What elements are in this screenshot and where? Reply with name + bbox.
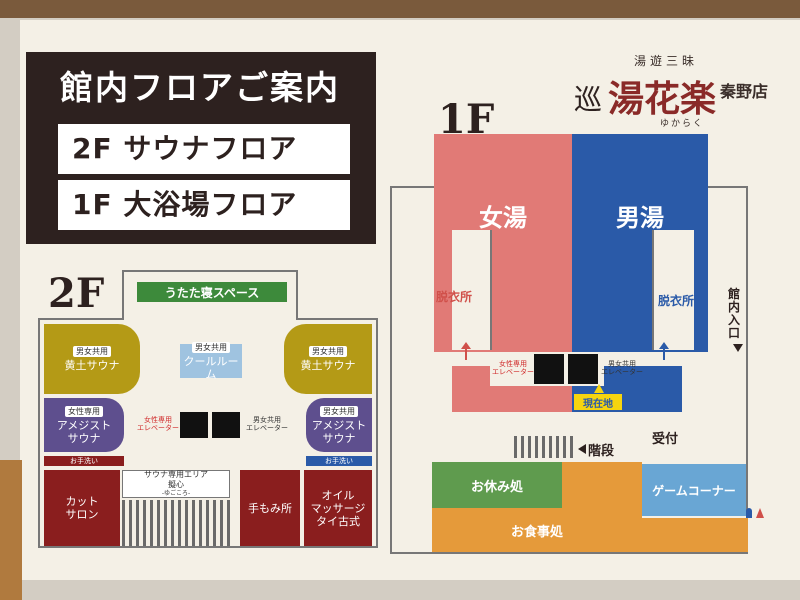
womens-changing-area (452, 230, 492, 350)
stairs-arrow-icon (578, 444, 586, 454)
elevator-women-1f-label: 女性専用 エレベーター (492, 360, 534, 376)
header-row-2f: 2F サウナフロア (58, 124, 350, 174)
room-name: クールルーム (183, 354, 239, 381)
rest-space-label: うたた寝スペース (164, 285, 260, 300)
womens-bath-label: 女湯 (479, 203, 527, 232)
logo-tagline: 湯遊三昧 (634, 54, 699, 68)
stairs-1f (514, 436, 576, 458)
rest-area: お休み処 (432, 462, 562, 508)
header-row-1f: 1F 大浴場フロア (58, 180, 350, 230)
room-name: カット サロン (65, 495, 99, 521)
tag-unisex: 男女共用 (192, 341, 230, 353)
elevator-unisex-icon (212, 412, 240, 438)
tag-unisex: 男女共用 (73, 346, 111, 357)
current-location-badge: 現在地 (574, 394, 622, 410)
tag-women: 女性専用 (65, 405, 103, 417)
arrow-up-women-icon (461, 342, 471, 349)
mens-bath-label: 男湯 (616, 203, 664, 232)
dining-corner (642, 518, 748, 552)
elevator-unisex-1f-icon (568, 354, 598, 384)
womens-changing-label: 脱衣所 (436, 290, 473, 304)
elevator-unisex-1f-label: 男女共用 エレベーター (601, 360, 643, 376)
current-location-label: 現在地 (583, 398, 613, 410)
elevator-unisex-label: 男女共用 エレベーター (246, 416, 288, 432)
sauna-area-kana: -ゆごころ- (161, 490, 191, 497)
logo-mark: 巡 (574, 83, 603, 116)
entrance-label: 館内入口 (728, 287, 741, 340)
washroom-label: お手洗い (325, 457, 353, 465)
restroom-men-icon (746, 508, 752, 518)
room-name: 手もみ所 (248, 501, 292, 515)
washroom-right: お手洗い (306, 456, 372, 466)
room-name: 黄土サウナ (64, 359, 120, 372)
left-loess-sauna: 男女共用 黄土サウナ (44, 324, 140, 394)
tag-unisex: 男女共用 (309, 346, 347, 357)
arrow-up-men-icon (659, 342, 669, 349)
rest-area-label: お休み処 (470, 479, 523, 495)
room-name: アメジスト サウナ (311, 418, 367, 445)
hand-massage: 手もみ所 (240, 470, 300, 546)
current-location-marker-icon (594, 384, 604, 393)
dining-label: お食事処 (510, 524, 563, 540)
elevator-women-label: 女性専用 エレベーター (137, 416, 179, 432)
logo-kana: ゆからく (660, 119, 705, 129)
room-name: オイル マッサージ タイ古式 (310, 488, 366, 528)
elevator-women-1f-icon (534, 354, 564, 384)
tag-unisex: 男女共用 (320, 405, 358, 417)
reception-label: 受付 (652, 432, 679, 447)
dining-area-extension (562, 462, 642, 508)
right-loess-sauna: 男女共用 黄土サウナ (284, 324, 372, 394)
logo-store: 秦野店 (720, 82, 769, 101)
frame-top (0, 0, 800, 18)
cut-salon: カット サロン (44, 470, 120, 546)
restroom-women-icon (756, 508, 764, 518)
oil-massage: オイル マッサージ タイ古式 (304, 470, 372, 546)
sauna-area-label: サウナ専用エリア 擬心 (144, 470, 208, 489)
floor-2f-label: 2F (48, 270, 105, 317)
mens-changing-area (652, 230, 694, 350)
right-amethyst-sauna: 男女共用 アメジスト サウナ (306, 398, 372, 452)
mens-changing-label: 脱衣所 (658, 294, 695, 308)
logo-name: 湯花楽 (608, 78, 717, 120)
entrance-arrow-icon (733, 344, 743, 352)
game-corner-label: ゲームコーナー (652, 483, 736, 498)
room-name: アメジスト サウナ (56, 418, 112, 445)
cool-room: 男女共用 クールルーム (180, 341, 242, 381)
stairs-label: 階段 (588, 444, 615, 459)
elevator-women-icon (180, 412, 208, 438)
rest-space: うたた寝スペース (137, 282, 287, 302)
game-corner: ゲームコーナー (642, 464, 746, 516)
stairs-2f (122, 500, 234, 546)
wood-edge (0, 460, 22, 600)
dining-area: お食事処 (432, 508, 642, 552)
room-name: 黄土サウナ (300, 359, 356, 372)
arrow-up-men (663, 346, 665, 360)
washroom-label: お手洗い (70, 457, 98, 465)
page-title: 館内フロアご案内 (60, 68, 340, 107)
arrow-up-women (465, 346, 467, 360)
sauna-area: サウナ専用エリア 擬心 -ゆごころ- (122, 470, 230, 498)
left-amethyst-sauna: 女性専用 アメジスト サウナ (44, 398, 124, 452)
washroom-left: お手洗い (44, 456, 124, 466)
